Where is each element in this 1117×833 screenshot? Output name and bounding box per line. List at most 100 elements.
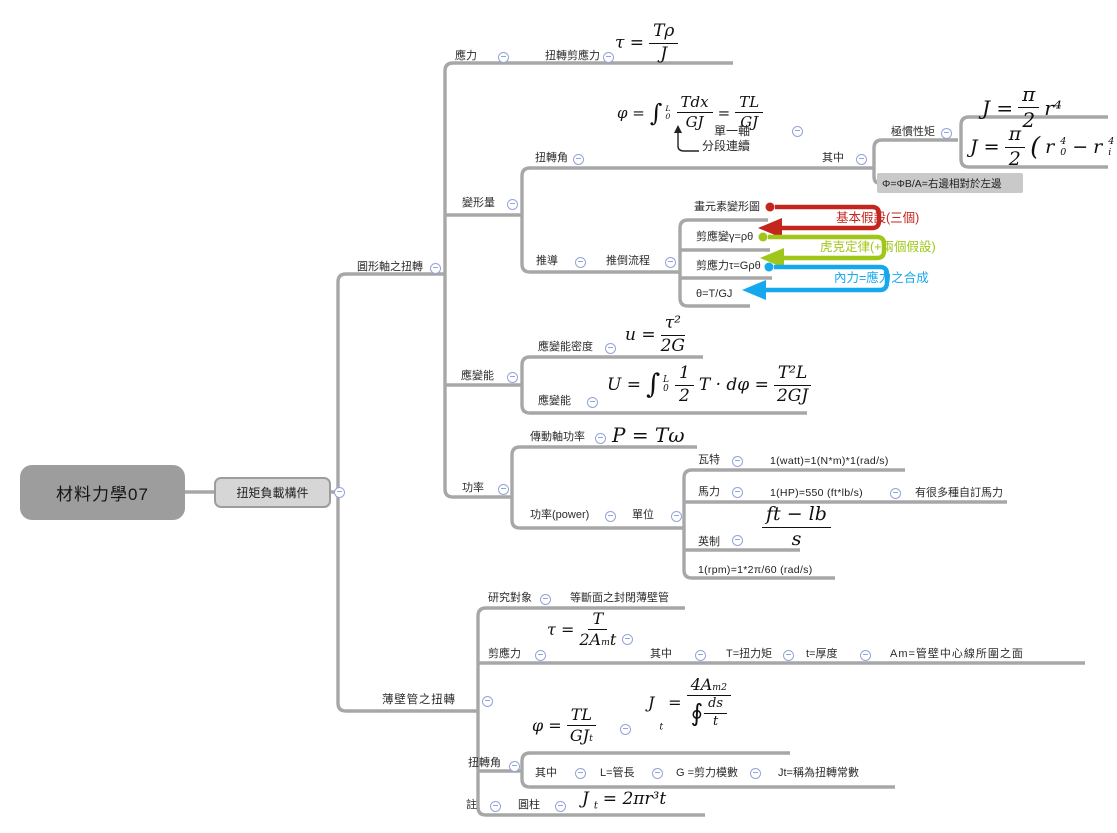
collapse-icon[interactable]	[651, 767, 663, 779]
node-note[interactable]: 註	[466, 799, 477, 811]
node-def-area[interactable]: Am=管壁中心線所圍之面	[890, 648, 1024, 660]
node-horsepower[interactable]: 馬力	[698, 486, 720, 498]
node-units[interactable]: 單位	[632, 509, 654, 521]
node-step-shear-stress[interactable]: 剪應力τ=Gρθ	[696, 260, 761, 272]
node-step-theta[interactable]: θ=T/GJ	[696, 288, 733, 300]
node-stress[interactable]: 應力	[455, 50, 477, 62]
collapse-icon[interactable]	[731, 455, 743, 467]
node-step-draw-element[interactable]: 畫元素變形圖	[694, 201, 760, 213]
collapse-icon[interactable]	[489, 800, 501, 812]
node-twist-angle[interactable]: 扭轉角	[535, 152, 568, 164]
value-rpm[interactable]: 1(rpm)=1*2π/60 (rad/s)	[698, 564, 813, 576]
collapse-icon[interactable]	[694, 649, 706, 661]
node-def-torque[interactable]: T=扭力矩	[726, 648, 773, 660]
node-def-thickness[interactable]: t=厚度	[806, 648, 838, 660]
collapse-icon[interactable]	[506, 198, 518, 210]
callout-phi-relative[interactable]: Φ=ΦB/A=右邊相對於左邊	[877, 173, 1023, 193]
collapse-icon[interactable]	[594, 432, 606, 444]
node-derivation[interactable]: 推導	[536, 255, 558, 267]
node-study-object[interactable]: 研究對象	[488, 592, 532, 604]
value-watt[interactable]: 1(watt)=1(N*m)*1(rad/s)	[770, 455, 889, 467]
collapse-icon[interactable]	[497, 483, 509, 495]
node-thin-wall-tube-torsion[interactable]: 薄壁管之扭轉	[382, 694, 456, 706]
collapse-icon[interactable]	[940, 127, 952, 139]
value-horsepower[interactable]: 1(HP)=550 (ft*lb/s)	[770, 487, 863, 499]
node-tube-shear-stress[interactable]: 剪應力	[488, 648, 521, 660]
collapse-icon[interactable]	[791, 125, 803, 137]
collapse-icon[interactable]	[508, 760, 520, 772]
main-topic[interactable]: 扭矩負載構件	[214, 477, 331, 508]
node-tube-angle-among[interactable]: 其中	[535, 767, 557, 779]
node-def-torsion-constant[interactable]: Jt=稱為扭轉常數	[778, 767, 859, 779]
node-among[interactable]: 其中	[822, 152, 844, 164]
node-imperial[interactable]: 英制	[698, 536, 720, 548]
collapse-icon[interactable]	[749, 767, 761, 779]
collapse-icon[interactable]	[619, 723, 631, 735]
collapse-icon[interactable]	[506, 371, 518, 383]
node-strain-energy[interactable]: 應變能	[461, 370, 494, 382]
root-topic[interactable]: 材料力學07	[20, 465, 185, 520]
collapse-icon[interactable]	[429, 262, 441, 274]
collapse-icon[interactable]	[481, 695, 493, 707]
node-def-tube-length[interactable]: L=管長	[600, 767, 635, 779]
node-polar-moment[interactable]: 極慣性矩	[891, 126, 935, 138]
collapse-icon[interactable]	[782, 649, 794, 661]
arrow-label-basic-assumptions[interactable]: 基本假設(三個)	[836, 211, 920, 225]
node-custom-horsepower-note[interactable]: 有很多種自訂馬力	[915, 487, 1003, 499]
node-tube-twist-angle[interactable]: 扭轉角	[468, 757, 501, 769]
node-tube-among[interactable]: 其中	[650, 648, 672, 660]
collapse-icon[interactable]	[554, 800, 566, 812]
collapse-icon[interactable]	[604, 510, 616, 522]
arrow-label-hookes-law[interactable]: 虎克定律(+兩個假設)	[820, 240, 936, 254]
collapse-icon[interactable]	[855, 153, 867, 165]
collapse-icon[interactable]	[574, 767, 586, 779]
collapse-icon[interactable]	[497, 51, 509, 63]
formula-lhs: J =	[982, 95, 1014, 120]
note-segmented[interactable]: 分段連續	[702, 139, 751, 153]
node-def-shear-modulus[interactable]: G =剪力模數	[676, 767, 739, 779]
collapse-icon[interactable]	[602, 51, 614, 63]
collapse-icon[interactable]	[731, 486, 743, 498]
node-step-shear-strain[interactable]: 剪應變γ=ρθ	[696, 231, 754, 243]
node-power[interactable]: 功率	[462, 482, 484, 494]
paren-open: (	[1030, 132, 1041, 163]
node-power-en[interactable]: 功率(power)	[530, 509, 590, 521]
collapse-icon[interactable]	[333, 486, 345, 498]
collapse-icon[interactable]	[664, 256, 676, 268]
collapse-icon[interactable]	[731, 534, 743, 546]
collapse-icon[interactable]	[572, 153, 584, 165]
collapse-icon[interactable]	[539, 593, 551, 605]
node-cylinder[interactable]: 圓柱	[518, 799, 540, 811]
collapse-icon[interactable]	[604, 342, 616, 354]
formula-polar-moment-hollow[interactable]: J = π2 (r40−r4i)	[970, 123, 1115, 170]
note-single-shaft[interactable]: 單一軸	[714, 124, 751, 138]
collapse-icon[interactable]	[621, 633, 633, 645]
node-torsion-shear-stress[interactable]: 扭轉剪應力	[545, 50, 600, 62]
node-strain-energy-density[interactable]: 應變能密度	[538, 341, 593, 353]
collapse-icon[interactable]	[859, 649, 871, 661]
collapse-icon[interactable]	[574, 256, 586, 268]
collapse-icon[interactable]	[670, 510, 682, 522]
formula-power[interactable]: P = Tω	[612, 423, 685, 447]
node-deformation[interactable]: 變形量	[462, 197, 495, 209]
arrow-label-internal-force[interactable]: 內力=應力之合成	[834, 271, 929, 285]
node-strain-energy-total[interactable]: 應變能	[538, 395, 571, 407]
collapse-icon[interactable]	[586, 396, 598, 408]
node-derivation-flow[interactable]: 推倒流程	[606, 255, 650, 267]
node-circular-shaft-torsion[interactable]: 圓形軸之扭轉	[357, 261, 423, 273]
node-drive-shaft-power[interactable]: 傳動軸功率	[530, 431, 585, 443]
collapse-icon[interactable]	[889, 487, 901, 499]
node-closed-thin-wall-tube[interactable]: 等斷面之封閉薄壁管	[570, 592, 669, 604]
collapse-icon[interactable]	[534, 649, 546, 661]
node-watt[interactable]: 瓦特	[698, 454, 720, 466]
